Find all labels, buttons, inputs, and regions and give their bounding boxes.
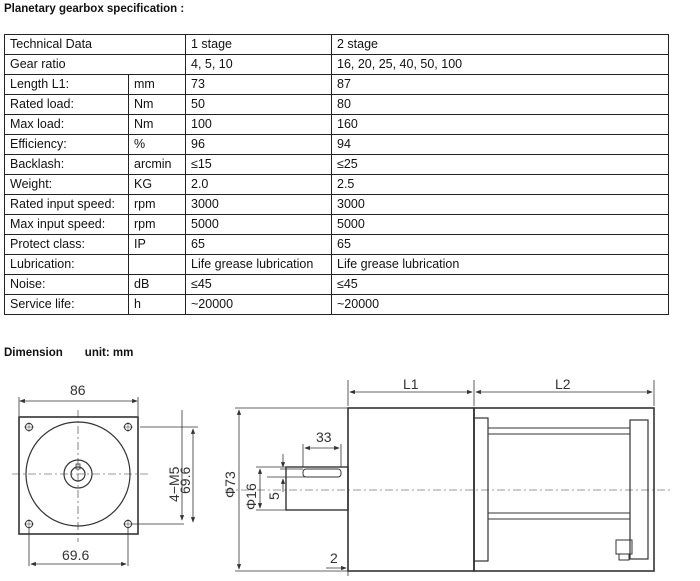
dim-key-width: 5 xyxy=(266,492,282,500)
row-unit: rpm xyxy=(128,194,186,215)
stage1-value: ≤15 xyxy=(185,154,332,175)
row-label: Rated load: xyxy=(4,94,129,115)
row-label: Gear ratio xyxy=(4,54,186,75)
stage1-value: 73 xyxy=(185,74,332,95)
row-unit: arcmin xyxy=(128,154,186,175)
row-label: Protect class: xyxy=(4,234,129,255)
row-unit: KG xyxy=(128,174,186,195)
dim-front-width: 86 xyxy=(70,382,86,398)
table-row: Efficiency: % 96 94 xyxy=(4,134,669,155)
motor-body xyxy=(473,407,655,572)
row-unit: dB xyxy=(128,274,186,295)
dimension-title: Dimension xyxy=(4,347,63,359)
spec-heading: Planetary gearbox specification : xyxy=(4,3,185,15)
spec-table: Technical Data 1 stage 2 stage Gear rati… xyxy=(4,34,669,315)
side-view xyxy=(225,380,670,576)
stage2-value: Life grease lubrication xyxy=(331,254,669,275)
row-label: Efficiency: xyxy=(4,134,129,155)
table-row: Service life: h ~20000 ~20000 xyxy=(4,294,669,315)
table-row: Length L1: mm 73 87 xyxy=(4,74,669,95)
dim-pitch-vertical: 69.6 xyxy=(177,467,193,494)
gearbox-body xyxy=(347,407,475,572)
header-technical-data: Technical Data xyxy=(4,34,186,55)
table-row: Noise: dB ≤45 ≤45 xyxy=(4,274,669,295)
header-stage-2: 2 stage xyxy=(331,34,669,55)
row-label: Noise: xyxy=(4,274,129,295)
dim-pitch-horizontal: 69.6 xyxy=(62,547,89,563)
dimension-heading: Dimension unit: mm xyxy=(4,347,133,359)
dimension-unit: unit: mm xyxy=(84,347,134,359)
row-unit: Nm xyxy=(128,114,186,135)
row-unit: h xyxy=(128,294,186,315)
table-header-row: Technical Data 1 stage 2 stage xyxy=(4,34,669,55)
row-unit: rpm xyxy=(128,214,186,235)
stage1-value: 100 xyxy=(185,114,332,135)
row-label: Weight: xyxy=(4,174,129,195)
row-label: Length L1: xyxy=(4,74,129,95)
front-flange xyxy=(18,416,139,535)
table-row: Gear ratio 4, 5, 10 16, 20, 25, 40, 50, … xyxy=(4,54,669,75)
row-label: Backlash: xyxy=(4,154,129,175)
row-label: Lubrication: xyxy=(4,254,129,275)
header-stage-1: 1 stage xyxy=(185,34,332,55)
row-unit xyxy=(128,254,186,275)
dim-l2: L2 xyxy=(555,376,571,392)
dim-key-length: 33 xyxy=(316,429,332,445)
stage1-value: ≤45 xyxy=(185,274,332,295)
stage2-value: ≤25 xyxy=(331,154,669,175)
row-label: Max input speed: xyxy=(4,214,129,235)
stage2-value: 3000 xyxy=(331,194,669,215)
stage2-value: 2.5 xyxy=(331,174,669,195)
row-label: Service life: xyxy=(4,294,129,315)
table-row: Protect class: IP 65 65 xyxy=(4,234,669,255)
stage1-value: Life grease lubrication xyxy=(185,254,332,275)
stage2-value: 65 xyxy=(331,234,669,255)
stage1-value: 65 xyxy=(185,234,332,255)
stage1-value: 5000 xyxy=(185,214,332,235)
table-row: Backlash: arcmin ≤15 ≤25 xyxy=(4,154,669,175)
table-row: Lubrication: Life grease lubrication Lif… xyxy=(4,254,669,275)
row-unit: % xyxy=(128,134,186,155)
front-view xyxy=(12,397,198,567)
stage1-value: 96 xyxy=(185,134,332,155)
stage2-value: 87 xyxy=(331,74,669,95)
stage1-value: ~20000 xyxy=(185,294,332,315)
dimension-drawing: 86 4−M5 69.6 69.6 xyxy=(12,376,670,576)
stage2-value: ~20000 xyxy=(331,294,669,315)
stage1-value: 2.0 xyxy=(185,174,332,195)
dim-shaft-dia: Φ16 xyxy=(243,483,259,510)
table-row: Weight: KG 2.0 2.5 xyxy=(4,174,669,195)
dim-flange-thickness: 2 xyxy=(330,550,338,566)
table-row: Rated load: Nm 50 80 xyxy=(4,94,669,115)
row-unit: mm xyxy=(128,74,186,95)
table-row: Rated input speed: rpm 3000 3000 xyxy=(4,194,669,215)
stage1-value: 4, 5, 10 xyxy=(185,54,332,75)
row-label: Rated input speed: xyxy=(4,194,129,215)
stage2-value: 16, 20, 25, 40, 50, 100 xyxy=(331,54,669,75)
row-unit: Nm xyxy=(128,94,186,115)
stage2-value: 94 xyxy=(331,134,669,155)
dim-l1: L1 xyxy=(403,376,419,392)
stage2-value: ≤45 xyxy=(331,274,669,295)
stage1-value: 3000 xyxy=(185,194,332,215)
row-unit: IP xyxy=(128,234,186,255)
stage2-value: 80 xyxy=(331,94,669,115)
table-row: Max input speed: rpm 5000 5000 xyxy=(4,214,669,235)
stage1-value: 50 xyxy=(185,94,332,115)
stage2-value: 160 xyxy=(331,114,669,135)
row-label: Max load: xyxy=(4,114,129,135)
output-shaft xyxy=(285,466,349,511)
stage2-value: 5000 xyxy=(331,214,669,235)
shaft-key xyxy=(302,468,342,478)
table-row: Max load: Nm 100 160 xyxy=(4,114,669,135)
dim-holes: 4−M5 xyxy=(166,466,182,502)
dim-flange-dia: Φ73 xyxy=(222,471,238,498)
